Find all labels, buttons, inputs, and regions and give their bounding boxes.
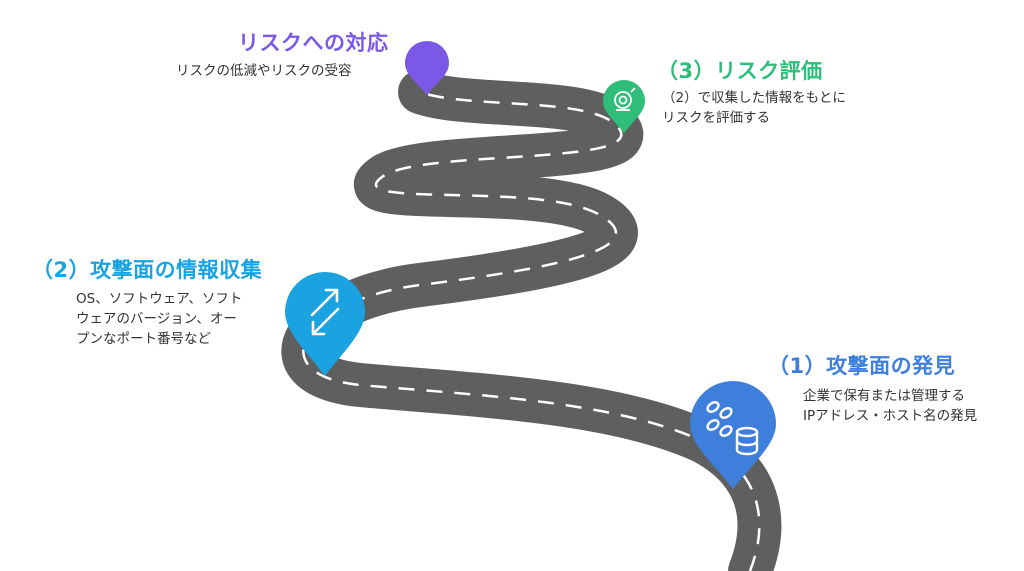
- step-3-description: （2）で収集した情報をもとに リスクを評価する: [662, 88, 846, 128]
- step-3-pin: [603, 80, 645, 133]
- step-1-line: 企業で保有または管理する: [803, 388, 965, 404]
- step-4-title: リスクへの対応: [238, 31, 389, 55]
- road: [281, 70, 782, 571]
- step-1-title: （1）攻撃面の発見: [768, 354, 956, 378]
- step-1-description: 企業で保有または管理する IPアドレス・ホスト名の発見: [803, 386, 977, 426]
- step-3-line: リスクを評価する: [662, 110, 770, 126]
- step-2-title: （2）攻撃面の情報収集: [32, 258, 263, 282]
- database-icon: [735, 426, 759, 456]
- link-icon: [706, 401, 733, 437]
- road-center-line: [302, 90, 761, 571]
- step-3-title: （3）リスク評価: [657, 59, 823, 83]
- step-2-description: OS、ソフトウェア、ソフト ウェアのバージョン、オー プンなポート番号など: [76, 289, 242, 349]
- step-3-line: （2）で収集した情報をもとに: [662, 90, 846, 106]
- step-2-line: OS、ソフトウェア、ソフト: [76, 291, 243, 307]
- step-2-line: ウェアのバージョン、オー: [76, 311, 237, 327]
- step-1-pin: [690, 381, 776, 489]
- step-2-line: プンなポート番号など: [76, 331, 211, 347]
- step-2-pin: [285, 272, 365, 376]
- swap-arrows-icon: [310, 288, 340, 336]
- target-gauge-icon: [614, 87, 636, 111]
- step-4-description: リスクの低減やリスクの受容: [176, 61, 352, 81]
- step-4-line: リスクの低減やリスクの受容: [176, 63, 352, 79]
- step-1-line: IPアドレス・ホスト名の発見: [803, 408, 978, 424]
- step-4-pin: [405, 41, 449, 95]
